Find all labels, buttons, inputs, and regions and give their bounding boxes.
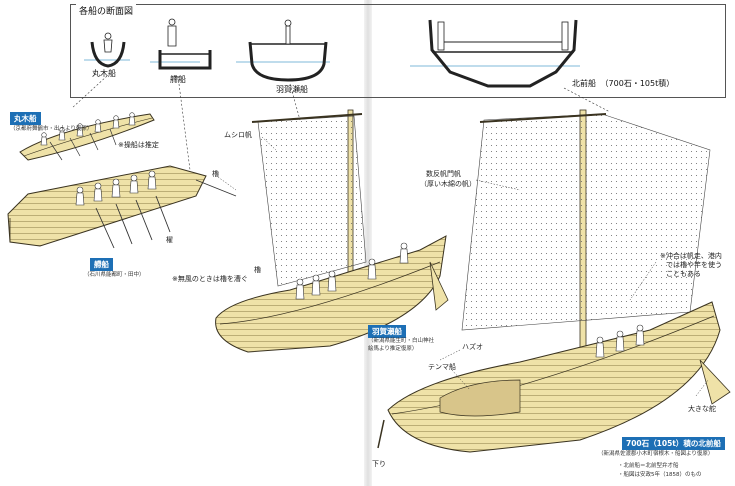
kitamae-label-tenma: テンマ船 bbox=[428, 363, 456, 371]
hakase-source-2: 絵馬より推定復原） bbox=[368, 346, 418, 352]
junk-tag: 艜船 bbox=[90, 258, 113, 271]
label-leader-lines bbox=[217, 136, 709, 397]
hakase-label-mushiro: ムシロ帆 bbox=[224, 131, 252, 139]
kitamae-ro-note-1: ※沖合は帆走、港内 bbox=[660, 252, 722, 260]
kitamae-label-rudder: 大きな舵 bbox=[688, 405, 716, 413]
cross-section-frame bbox=[70, 4, 726, 98]
kitamae-source-3: ・船図は安政5年（1858）のもの bbox=[618, 472, 702, 478]
section-label-hakabune: 羽賀瀬船 bbox=[276, 85, 308, 94]
kitamae-label-hazuo: ハズオ bbox=[462, 343, 483, 351]
junk-label-ro: 櫓 bbox=[212, 170, 219, 178]
section-hakabune-drawing bbox=[236, 19, 330, 82]
hakase-ro-note: ※無風のときは櫓を漕ぐ bbox=[172, 275, 248, 283]
page-fold bbox=[364, 0, 372, 486]
kitamae-label-sail: 数反帆門帆 bbox=[426, 170, 461, 178]
kitamae-label-sail-sub: （厚い木綿の帆） bbox=[420, 180, 476, 188]
kitamae-source-1: （新潟県佐渡郡小木町宿根木・船図より復原） bbox=[598, 451, 714, 457]
kitamaebune-size: （700石・105t積） bbox=[600, 79, 675, 88]
kitamaebune-name: 北前船 bbox=[572, 79, 596, 88]
section-label-kitamaebune: 北前船 （700石・105t積） bbox=[572, 78, 674, 89]
kitamae-ship bbox=[377, 109, 731, 453]
kitamae-source-2: ・北前船＝北前型弁才船 bbox=[618, 463, 679, 469]
section-kitamaebune-drawing bbox=[410, 19, 580, 88]
hakase-ship bbox=[215, 109, 449, 353]
marukibune-tag: 丸木船 bbox=[10, 112, 41, 125]
kitamae-label-kudari: 下り bbox=[372, 460, 386, 468]
section-pointer-lines bbox=[71, 75, 611, 171]
hakase-tag: 羽賀瀬船 bbox=[368, 325, 406, 338]
hakase-source-1: （新潟県能生町・白山神社 bbox=[368, 338, 435, 344]
marukibune-ship bbox=[19, 112, 155, 161]
junk-label-kai: 櫂 bbox=[166, 236, 173, 244]
hakase-label-ro: 櫓 bbox=[254, 266, 261, 274]
cross-section-title: 各船の断面図 bbox=[76, 4, 137, 17]
kitamae-ro-note-2: では櫓や竿を使う bbox=[666, 261, 722, 269]
section-junkbune-drawing bbox=[150, 18, 212, 70]
kitamae-tag: 700石（105t）積の北前船 bbox=[622, 437, 725, 450]
marukibune-source: （京都府舞鶴市・出土より復原） bbox=[10, 126, 93, 132]
section-marukibune-drawing bbox=[84, 32, 130, 68]
kitamae-ro-note-3: こともある bbox=[666, 270, 701, 278]
section-label-marukibune: 丸木船 bbox=[92, 69, 116, 78]
marukibune-oar-note: ※操船は推定 bbox=[118, 141, 159, 149]
section-label-junkbune: 艜船 bbox=[170, 75, 186, 84]
junk-ship bbox=[7, 165, 237, 249]
junk-source: （石川県能都町・田中） bbox=[84, 272, 145, 278]
